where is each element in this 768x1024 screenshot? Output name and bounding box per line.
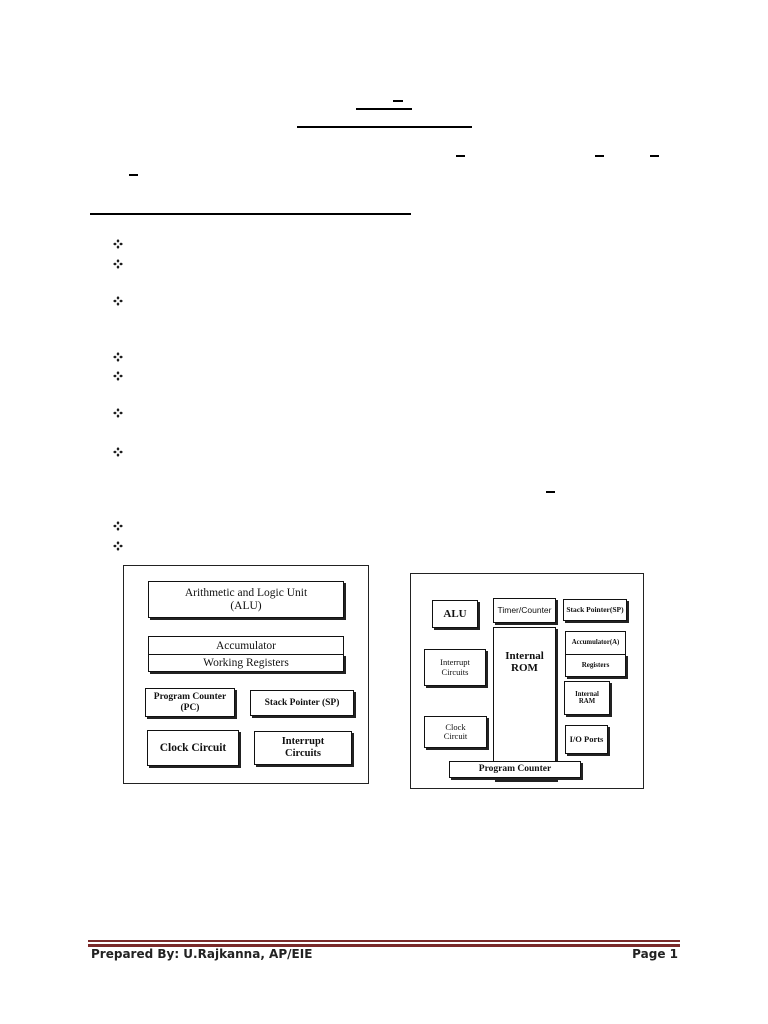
- intro-dash-4: [129, 174, 138, 176]
- mc-stack-pointer-label: Stack Pointer(SP): [566, 604, 624, 614]
- mc-internal-ram-block: Internal RAM: [564, 681, 610, 715]
- mc-program-counter-block: Program Counter: [449, 761, 581, 778]
- alu-block: Arithmetic and Logic Unit (ALU): [148, 581, 344, 618]
- mc-clock-circuit-block: Clock Circuit: [424, 716, 487, 748]
- bullet-diamond-icon: [113, 521, 123, 531]
- accumulator-label: Accumulator: [215, 639, 277, 652]
- bullet-diamond-icon: [113, 447, 123, 457]
- mc-program-counter-label: Program Counter: [478, 764, 552, 775]
- subtitle-underline: [297, 126, 472, 128]
- mc-accumulator-block: Accumulator(A): [565, 631, 626, 654]
- mc-clock-circuit-label: Clock Circuit: [443, 721, 468, 741]
- working-registers-block: Working Registers: [148, 654, 344, 672]
- mc-interrupt-circuits-block: Interrupt Circuits: [424, 649, 486, 686]
- clock-circuit-label: Clock Circuit: [159, 741, 227, 754]
- mc-registers-block: Registers: [565, 654, 626, 677]
- mc-internal-ram-label: Internal RAM: [575, 690, 599, 705]
- mc-alu-label: ALU: [443, 607, 467, 620]
- alu-label: Arithmetic and Logic Unit (ALU): [184, 586, 308, 612]
- working-registers-label: Working Registers: [203, 656, 289, 669]
- title-underline: [356, 108, 412, 110]
- bullet-diamond-icon: [113, 371, 123, 381]
- mc-interrupt-circuits-label: Interrupt Circuits: [440, 657, 470, 677]
- stack-pointer-block: Stack Pointer (SP): [250, 690, 354, 716]
- interrupt-circuits-label: Interrupt Circuits: [281, 736, 325, 759]
- bullet-diamond-icon: [113, 259, 123, 269]
- mc-registers-label: Registers: [581, 660, 610, 669]
- mc-internal-rom-label: Internal ROM: [505, 650, 544, 675]
- program-counter-block: Program Counter (PC): [145, 688, 235, 717]
- mc-timer-counter-label: Timer/Counter: [497, 604, 552, 615]
- footer-page-number: Page 1: [632, 947, 678, 961]
- footer-rule-bottom: [88, 944, 680, 947]
- stack-pointer-label: Stack Pointer (SP): [264, 697, 340, 708]
- interrupt-circuits-block: Interrupt Circuits: [254, 731, 352, 765]
- body-dash: [546, 491, 555, 493]
- footer-prepared-by: Prepared By: U.Rajkanna, AP/EIE: [91, 947, 313, 961]
- microprocessor-diagram: Arithmetic and Logic Unit (ALU) Accumula…: [123, 565, 369, 784]
- bullet-diamond-icon: [113, 296, 123, 306]
- mc-timer-counter-block: Timer/Counter: [493, 598, 556, 623]
- clock-circuit-block: Clock Circuit: [147, 730, 239, 766]
- mc-internal-rom-block: Internal ROM: [493, 627, 556, 780]
- mc-alu-block: ALU: [432, 600, 478, 628]
- program-counter-label: Program Counter (PC): [153, 692, 227, 713]
- microcontroller-diagram: ALU Timer/Counter Stack Pointer(SP) Accu…: [410, 573, 644, 789]
- section-heading-underline: [90, 213, 411, 215]
- intro-dash-2: [595, 155, 604, 157]
- footer-rule-top: [88, 940, 680, 942]
- mc-accumulator-label: Accumulator(A): [571, 639, 620, 647]
- intro-dash-3: [650, 155, 659, 157]
- bullet-diamond-icon: [113, 239, 123, 249]
- mc-stack-pointer-block: Stack Pointer(SP): [563, 599, 627, 621]
- title-dash: [393, 100, 403, 102]
- mc-io-ports-block: I/O Ports: [565, 725, 608, 754]
- bullet-diamond-icon: [113, 541, 123, 551]
- bullet-diamond-icon: [113, 352, 123, 362]
- bullet-diamond-icon: [113, 408, 123, 418]
- mc-io-ports-label: I/O Ports: [569, 733, 604, 744]
- intro-dash-1: [456, 155, 465, 157]
- accumulator-block: Accumulator: [148, 636, 344, 655]
